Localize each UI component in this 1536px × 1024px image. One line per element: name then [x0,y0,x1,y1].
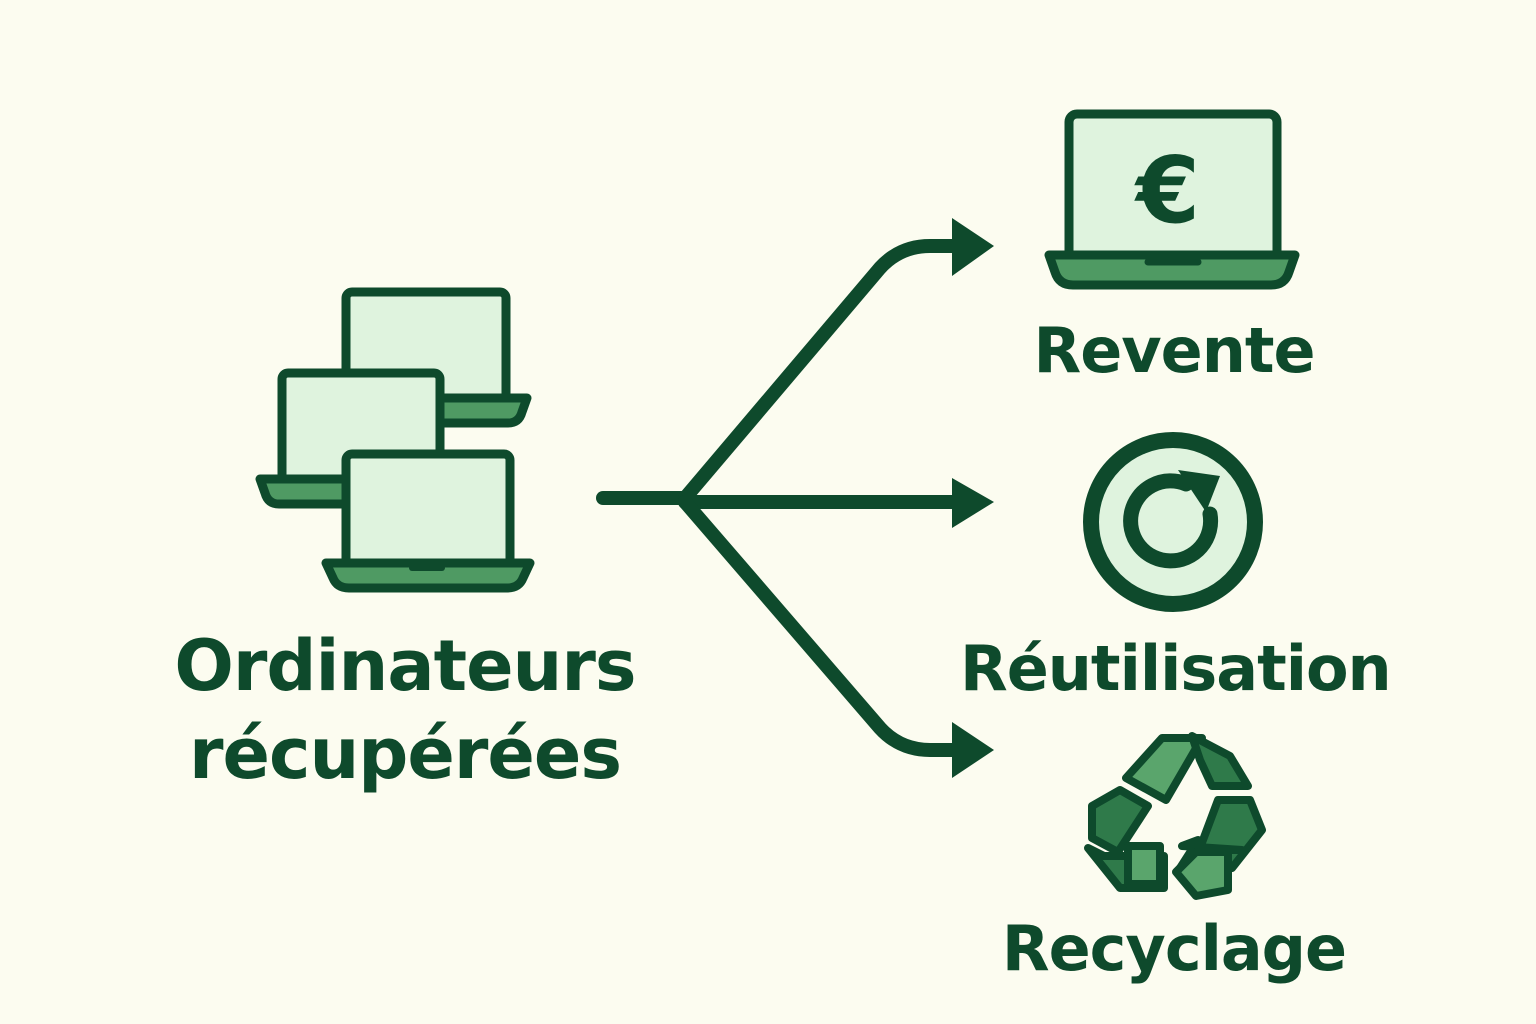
euro-symbol: € [1134,137,1200,244]
arrowhead-revente [952,218,994,276]
flow-arrows [596,239,965,757]
arrow-to-revente [678,239,965,505]
circular-arrowhead [1178,470,1220,512]
recycle-arrow-left [1084,786,1168,892]
arrowheads [952,218,994,778]
arrow-to-recyclage [678,495,965,757]
stacked-laptops-icon [255,287,535,593]
circular-arrow [1123,473,1219,569]
outcome-label-reutilisation: Réutilisation [960,632,1392,705]
reuse-circle-arrow-icon [1083,432,1263,612]
arrowhead-reutilisation [952,478,994,528]
source-label: Ordinateurs récupérées [150,622,660,798]
recycle-icon [1084,732,1266,900]
laptop-front-icon [321,449,535,593]
outcome-label-recyclage: Recyclage [1001,912,1347,985]
laptop-euro-icon [1044,109,1300,290]
recycle-arrow-right [1172,796,1266,900]
outcome-label-revente: Revente [1033,314,1315,387]
recycle-arrow-top [1122,732,1252,804]
source-label-line1: Ordinateurs [174,625,636,707]
source-label-line2: récupérées [188,713,622,795]
arrowhead-recyclage [952,722,994,778]
